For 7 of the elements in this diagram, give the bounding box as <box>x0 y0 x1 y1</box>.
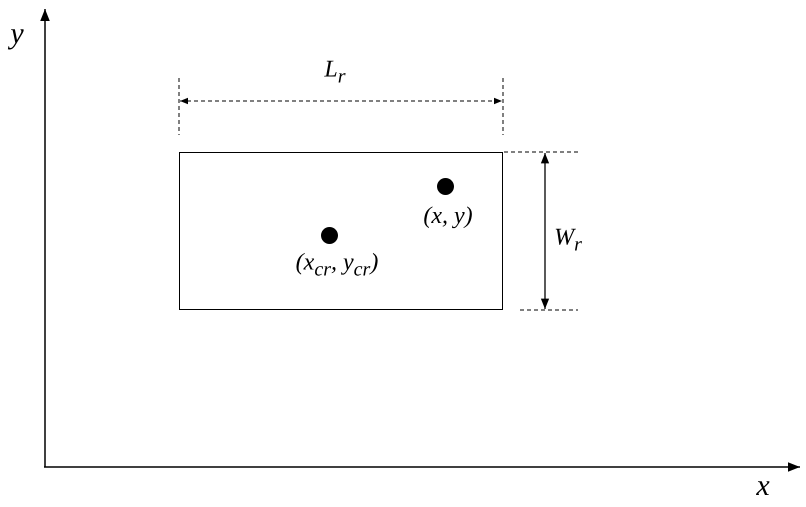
axis-label: x <box>756 471 770 501</box>
axis-label: y <box>10 19 24 49</box>
point-label: (x$_{cr}$, y$_{cr}$) <box>296 250 378 280</box>
dimension-label: L$_{r}$ <box>324 58 346 86</box>
point-label: (x, y) <box>423 204 473 228</box>
rectangle <box>179 152 503 310</box>
dimension-label: W$_{r}$ <box>554 226 582 254</box>
